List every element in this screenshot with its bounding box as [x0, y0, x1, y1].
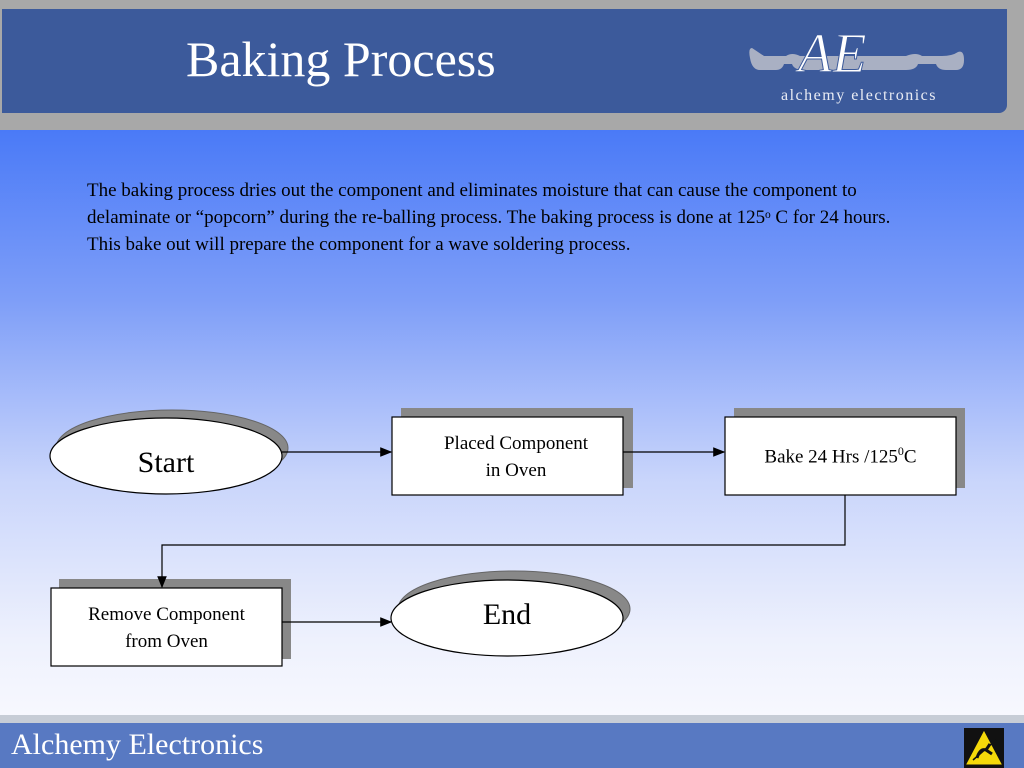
remove-line-2: from Oven [125, 631, 208, 652]
remove-node [50, 587, 283, 667]
flowchart [49, 408, 965, 667]
bake-unit: C [903, 446, 917, 468]
bake-node [724, 416, 957, 496]
placed-line-1: Placed Component [443, 433, 589, 454]
bake-text: Bake 24 Hrs /125 [764, 446, 898, 468]
footer-bar [0, 715, 1024, 768]
placed-component-label: Placed Component in Oven [394, 420, 638, 494]
remove-line-1: Remove Component [88, 604, 245, 625]
esd-warning-icon [964, 728, 1004, 768]
bake-superscript: 0 [897, 443, 904, 458]
footer-text: Alchemy Electronics [11, 728, 264, 761]
page-title: Baking Process [186, 31, 496, 87]
alchemy-logo-icon: AE [749, 23, 964, 86]
placed-line-2: in Oven [485, 460, 547, 481]
bake-label: Bake 24 Hrs /1250C [727, 420, 954, 492]
remove-component-label: Remove Component from Oven [53, 591, 280, 665]
end-label: End [482, 598, 532, 631]
logo-letters: AE [794, 23, 866, 85]
intro-paragraph: The baking process dries out the compone… [87, 180, 891, 255]
start-node [49, 417, 283, 495]
logo-text: alchemy electronics [781, 87, 937, 104]
placed-node [391, 416, 624, 496]
start-label: Start [137, 446, 195, 479]
arrow-bake-to-remove [157, 495, 846, 589]
